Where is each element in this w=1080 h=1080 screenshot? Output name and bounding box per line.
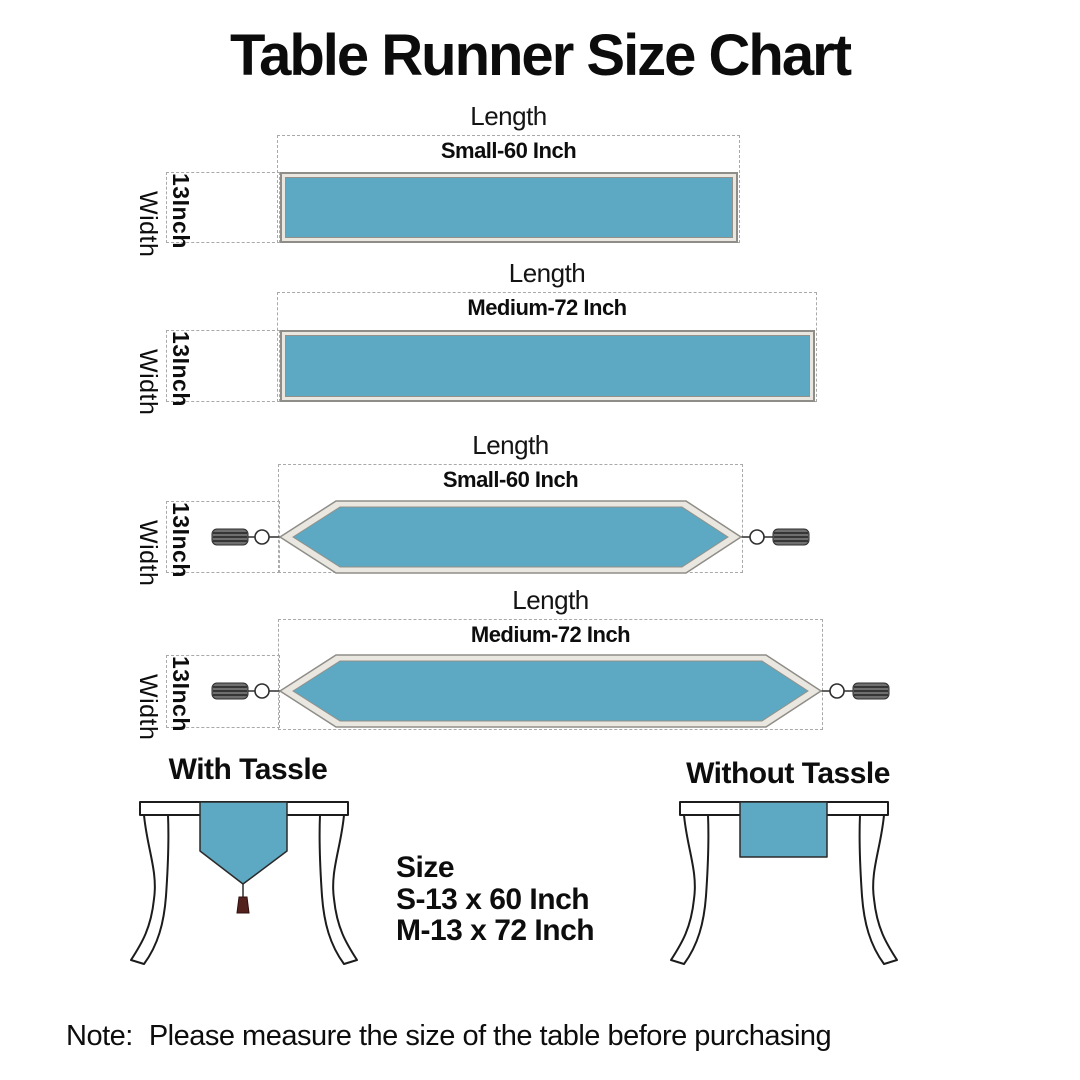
- size-label: Small-60 Inch: [442, 467, 579, 492]
- size-label: Medium-72 Inch: [470, 622, 631, 647]
- table-without-tassle-graphic: [670, 801, 898, 965]
- tassel-bead: [254, 683, 270, 699]
- page-title: Table Runner Size Chart: [229, 23, 852, 88]
- width-value-label: 13Inch: [168, 656, 194, 732]
- note-prefix: Note:: [66, 1020, 133, 1052]
- runner-fill: [292, 660, 809, 722]
- tassel-left: [211, 528, 280, 546]
- length-label: Length: [512, 585, 589, 615]
- width-axis-label: Width: [134, 673, 162, 741]
- table-leg-right: [858, 814, 898, 965]
- note-line: Note: Please measure the size of the tabl…: [66, 1020, 832, 1053]
- runner-rectangle-small: [280, 172, 738, 243]
- runner-fill: [285, 177, 733, 238]
- pointed-runner-small-graphic: [211, 500, 810, 574]
- tassel-left: [211, 682, 280, 700]
- note-text: Please measure the size of the table bef…: [148, 1020, 832, 1052]
- length-label: Length: [472, 430, 549, 460]
- width-value-label: 13Inch: [168, 502, 194, 578]
- width-extent-box: [166, 330, 280, 402]
- size-small-line: S-13 x 60 Inch: [396, 883, 590, 916]
- pointed-runner-medium-graphic: [211, 654, 890, 728]
- table-leg-left: [670, 814, 710, 965]
- runner-fill: [285, 335, 810, 397]
- width-axis-label: Width: [134, 190, 162, 258]
- tassel-bead: [254, 529, 270, 545]
- width-extent-box: [166, 172, 280, 243]
- width-value-label: 13Inch: [168, 173, 194, 249]
- length-extent-box: Medium-72 Inch: [278, 619, 823, 730]
- hanging-tassel: [236, 896, 250, 914]
- width-value-label: 13Inch: [168, 331, 194, 407]
- table-leg-right: [318, 814, 358, 965]
- size-medium-line: M-13 x 72 Inch: [396, 914, 595, 947]
- table-with-tassle-graphic: [130, 801, 358, 965]
- tassel-right: [741, 528, 810, 546]
- runner-fill: [292, 506, 729, 568]
- size-heading: Size: [396, 851, 455, 884]
- size-label: Medium-72 Inch: [467, 295, 627, 320]
- without-tassle-heading: Without Tassle: [686, 757, 890, 790]
- length-label: Length: [470, 101, 547, 131]
- runner-drape-pointed: [199, 801, 288, 885]
- runner-rectangle-medium: [280, 330, 815, 402]
- length-label: Length: [508, 258, 586, 288]
- tassel-bead: [749, 529, 765, 545]
- runner-drape-straight: [739, 801, 828, 858]
- tassel-right: [821, 682, 890, 700]
- width-axis-label: Width: [134, 519, 162, 587]
- size-label: Small-60 Inch: [440, 138, 577, 163]
- tassel-bead: [829, 683, 845, 699]
- table-leg-left: [130, 814, 170, 965]
- with-tassle-heading: With Tassle: [168, 753, 328, 786]
- width-axis-label: Width: [134, 348, 162, 416]
